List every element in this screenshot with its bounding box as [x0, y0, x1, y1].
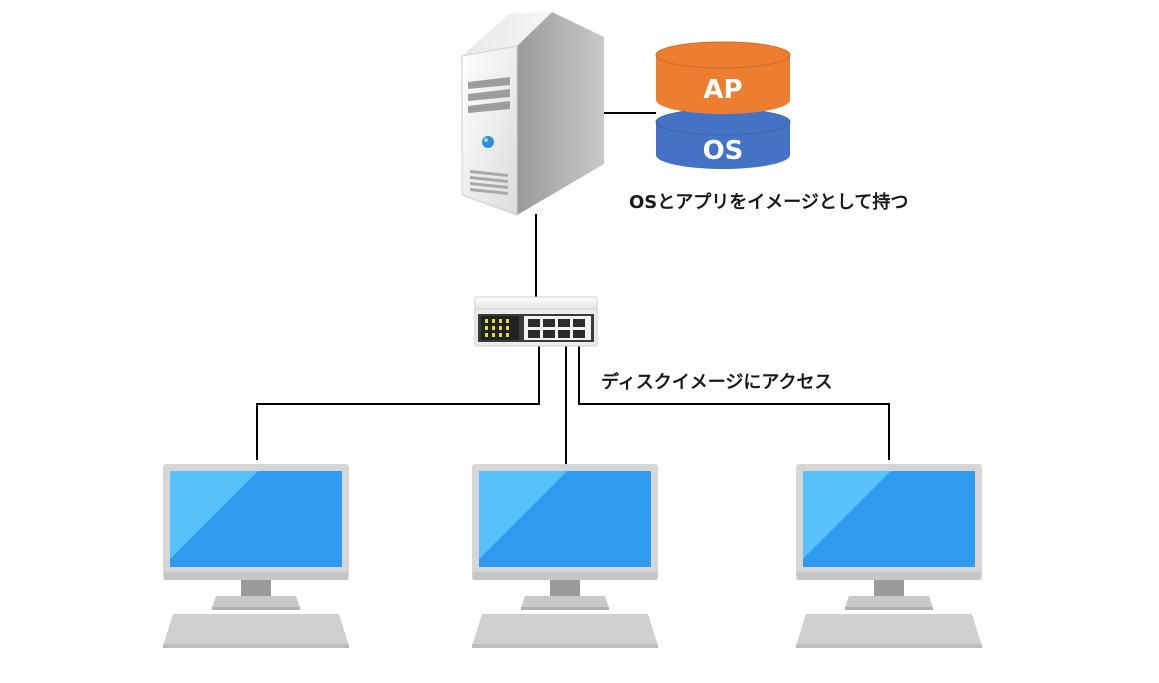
server-caption: OSとアプリをイメージとして持つ: [629, 192, 909, 213]
client-pc-left: [163, 464, 349, 648]
connection-lines: [256, 112, 890, 464]
ap-layer: AP: [655, 41, 791, 114]
ap-layer-label: AP: [703, 75, 742, 105]
client-pc-right: [796, 464, 982, 648]
desktop-computer-icon: [163, 464, 349, 648]
os-layer-label: OS: [703, 136, 744, 166]
network-switch-icon: [474, 296, 598, 347]
access-caption: ディスクイメージにアクセス: [601, 372, 833, 393]
switch-to-pc-right-line: [578, 337, 890, 460]
desktop-computer-icon: [796, 464, 982, 648]
os-layer: OS: [655, 108, 791, 169]
server-tower-icon: [461, 12, 604, 216]
desktop-computer-icon: [472, 464, 658, 648]
software-stack: OS AP: [655, 41, 791, 169]
client-pc-center: [472, 464, 658, 648]
switch-to-pc-left-line: [256, 337, 540, 460]
